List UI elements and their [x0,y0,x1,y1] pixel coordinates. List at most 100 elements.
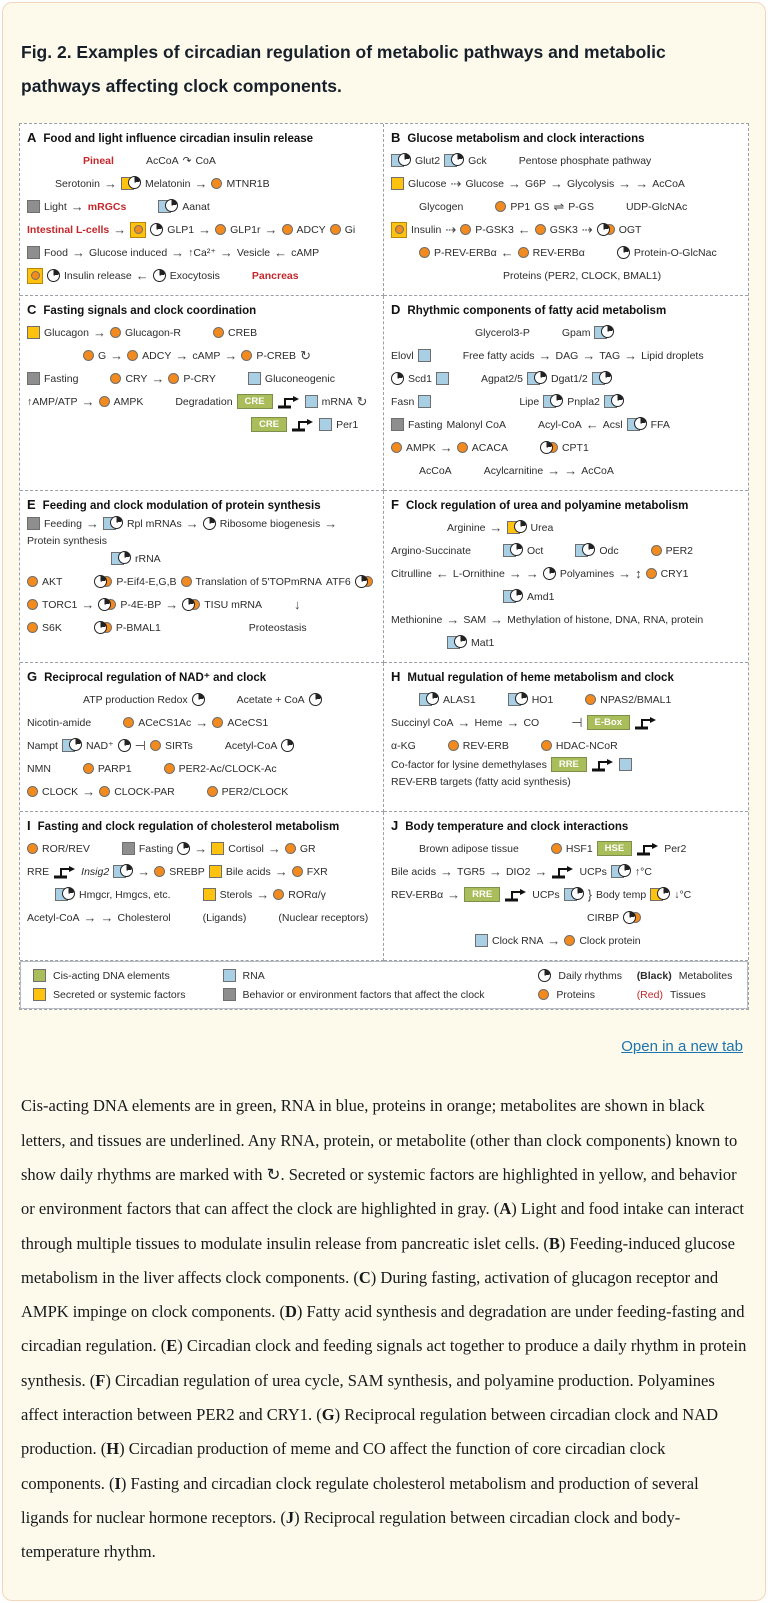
protein-dot-icon [133,225,143,235]
spacer [136,768,160,769]
protein-dot-icon [538,989,550,1001]
spacer [447,917,471,918]
label: Methylation of histone, DNA, RNA, protei… [507,613,704,626]
clock-icon [514,692,528,706]
rna-clock-icon [391,153,411,168]
equilibrium-arrows-icon: ⇌ [553,199,565,215]
caption-text: ) Reciprocal regulation between circadia… [21,1405,719,1459]
label: Body temp [596,888,647,901]
spacer [419,332,443,333]
rna-clock-icon [610,864,631,879]
gene-label: Insig2 [81,865,110,878]
label: CIRBP [587,911,620,924]
arrow-right-icon: → [113,222,127,238]
label: MTNR1B [226,177,270,190]
label: ACeCS1 [227,716,269,729]
spacer [224,275,248,276]
label: Per1 [336,418,359,431]
dna-element-box: RRE [464,887,501,903]
label: AMPK [113,395,144,408]
spacer [209,699,233,700]
label: Fasting [408,418,443,431]
arrow-right-icon: → [489,520,503,536]
label: Odc [599,544,619,557]
label: NPAS2/BMAL1 [600,693,672,706]
clock-icon [426,692,439,706]
label: P-CREB [256,349,297,362]
protein-dot-icon [456,442,468,454]
clock-icon [120,864,134,878]
dna-element-box: HSE [596,841,633,857]
label: Pnpla2 [567,395,600,408]
spacer [547,550,571,551]
caption-panel-letter: G [321,1405,335,1425]
rna-clock-icon [594,325,615,340]
label: Agpat2/5 [480,372,523,385]
label: Glycolysis [566,177,615,190]
rna-clock-icon [502,543,523,558]
clock-icon [391,372,404,386]
spacer [82,378,106,379]
spacer [391,940,415,941]
arrow-right-icon: → [194,841,208,857]
arrow-right-icon: → [92,325,106,341]
label: Light [44,200,67,213]
spacer [27,424,51,425]
panel-letter: C [27,302,37,318]
diagram-row: Insulin⇢P-GSK3←GSK3⇢OGT [391,218,741,241]
spacer [391,527,415,528]
label: Fasting [44,372,79,385]
spacer [475,275,499,276]
label: Mat1 [471,636,495,649]
label: ↷ [182,154,192,167]
spacer [266,604,290,605]
arrow-right-icon: → [103,176,117,192]
clock-icon [150,223,164,237]
legend-label: Daily rhythms [558,969,623,982]
protein-dot-icon [163,763,175,775]
spacer [391,917,415,918]
label: Nicotin-amide [27,716,92,729]
label: P-REV-ERBα [434,246,497,259]
spacer [419,527,443,528]
spacer [467,206,491,207]
arrow-right-icon: → [534,864,548,880]
protein-dot-icon [495,201,507,213]
spacer [55,355,79,356]
cycle-arrow-icon: ↻ [356,394,368,410]
label: Scd1 [408,372,432,385]
legend-prefix: (Black) [636,969,672,982]
open-new-tab-link[interactable]: Open in a new tab [621,1038,743,1056]
panel-title: Food and light influence circadian insul… [43,133,314,146]
spacer [55,699,79,700]
spacer [475,550,499,551]
clock-protein-icon [182,597,201,612]
label: Proteins (PER2, CLOCK, BMAL1) [503,269,662,282]
spacer [557,699,581,700]
figure-caption: Cis-acting DNA elements are in green, RN… [21,1089,747,1569]
label: Acetyl-CoA [27,911,80,924]
label: Succinyl CoA [391,716,454,729]
panel-letter: I [27,818,31,834]
promoter-icon [591,758,615,772]
caption-panel-letter: F [95,1370,106,1390]
protein-dot-icon [27,599,38,611]
spacer [453,378,477,379]
label: Cortisol [228,842,264,855]
label: DAG [555,349,579,362]
protein-dot-icon [394,225,404,235]
caption-text: ) Circadian regulation of urea cycle, SA… [21,1370,715,1425]
spacer [223,424,247,425]
label: Per2 [664,842,687,855]
label: Oct [526,544,544,557]
label: GLP1r [230,223,261,236]
